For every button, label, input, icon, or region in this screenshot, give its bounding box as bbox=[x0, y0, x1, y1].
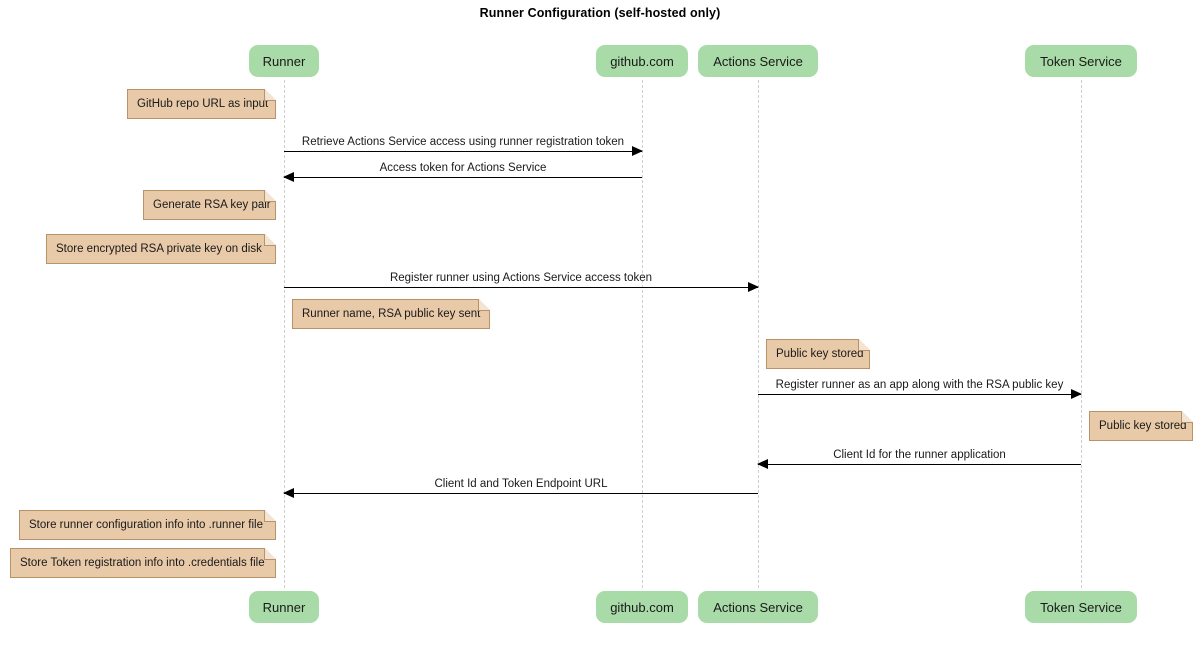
msg-client-id-and-token-endpoint-url: Client Id and Token Endpoint URL bbox=[283, 478, 758, 498]
note-fold-corner-icon bbox=[264, 189, 276, 202]
actor-label: Actions Service bbox=[713, 53, 803, 69]
diagram-title: Runner Configuration (self-hosted only) bbox=[479, 6, 721, 20]
msg-client-id-for-runner-application: Client Id for the runner application bbox=[757, 449, 1081, 469]
actor-actions-top[interactable]: Actions Service bbox=[698, 45, 818, 77]
arrowhead-left-icon bbox=[757, 459, 768, 469]
note-text: Generate RSA key pair bbox=[153, 199, 271, 211]
actor-github-top[interactable]: github.com bbox=[596, 45, 688, 77]
note-fold-corner-icon bbox=[264, 547, 276, 560]
note-fold-corner-icon bbox=[858, 338, 870, 351]
arrowhead-right-icon bbox=[748, 282, 759, 292]
actor-label: github.com bbox=[610, 53, 674, 69]
note-text: Public key stored bbox=[776, 348, 864, 360]
note-text: GitHub repo URL as input bbox=[137, 98, 269, 110]
lifeline-actions bbox=[758, 80, 759, 588]
note-text: Public key stored bbox=[1099, 420, 1187, 432]
message-label: Access token for Actions Service bbox=[379, 162, 547, 174]
note-public-key-stored-actions: Public key stored bbox=[766, 338, 870, 369]
message-label: Client Id for the runner application bbox=[833, 449, 1006, 461]
arrowhead-right-icon bbox=[632, 146, 643, 156]
lifeline-github bbox=[642, 80, 643, 588]
note-public-key-stored-token: Public key stored bbox=[1089, 410, 1193, 441]
message-label: Register runner as an app along with the… bbox=[775, 379, 1064, 391]
msg-retrieve-actions-service-access: Retrieve Actions Service access using ru… bbox=[284, 136, 643, 156]
actor-label: Runner bbox=[262, 599, 306, 615]
note-store-encrypted-private-key: Store encrypted RSA private key on disk bbox=[46, 233, 276, 264]
msg-access-token-for-actions-service: Access token for Actions Service bbox=[283, 162, 642, 182]
actor-actions-bottom[interactable]: Actions Service bbox=[698, 591, 818, 623]
note-text: Store encrypted RSA private key on disk bbox=[56, 243, 262, 255]
note-text: Runner name, RSA public key sent bbox=[302, 308, 481, 320]
message-line bbox=[284, 287, 758, 288]
arrowhead-left-icon bbox=[283, 172, 294, 182]
note-fold-corner-icon bbox=[264, 509, 276, 522]
note-fold-corner-icon bbox=[264, 88, 276, 101]
message-line bbox=[758, 464, 1081, 465]
note-runner-name-public-key-sent: Runner name, RSA public key sent bbox=[292, 298, 490, 329]
actor-label: Token Service bbox=[1040, 53, 1122, 69]
arrowhead-left-icon bbox=[283, 488, 294, 498]
actor-label: github.com bbox=[610, 599, 674, 615]
actor-label: Actions Service bbox=[713, 599, 803, 615]
note-store-token-registration: Store Token registration info into .cred… bbox=[10, 547, 276, 578]
msg-register-runner-using-token: Register runner using Actions Service ac… bbox=[284, 272, 759, 292]
actor-runner-bottom[interactable]: Runner bbox=[249, 591, 319, 623]
message-label: Client Id and Token Endpoint URL bbox=[434, 478, 608, 490]
actor-tokensvc-top[interactable]: Token Service bbox=[1025, 45, 1137, 77]
lifeline-tokensvc bbox=[1081, 80, 1082, 588]
message-line bbox=[284, 493, 758, 494]
arrowhead-right-icon bbox=[1071, 389, 1082, 399]
message-line bbox=[284, 151, 642, 152]
note-store-runner-config: Store runner configuration info into .ru… bbox=[19, 509, 276, 540]
actor-runner-top[interactable]: Runner bbox=[249, 45, 319, 77]
message-label: Retrieve Actions Service access using ru… bbox=[301, 136, 625, 148]
message-line bbox=[758, 394, 1081, 395]
note-fold-corner-icon bbox=[478, 298, 490, 311]
actor-github-bottom[interactable]: github.com bbox=[596, 591, 688, 623]
message-label: Register runner using Actions Service ac… bbox=[389, 272, 653, 284]
note-fold-corner-icon bbox=[264, 233, 276, 246]
actor-label: Runner bbox=[262, 53, 306, 69]
note-text: Store runner configuration info into .ru… bbox=[29, 519, 263, 531]
note-fold-corner-icon bbox=[1181, 410, 1193, 423]
lifeline-runner bbox=[284, 80, 285, 588]
msg-register-runner-as-app: Register runner as an app along with the… bbox=[758, 379, 1082, 399]
note-generate-rsa-key-pair: Generate RSA key pair bbox=[143, 189, 276, 220]
actor-label: Token Service bbox=[1040, 599, 1122, 615]
note-github-repo-url: GitHub repo URL as input bbox=[127, 88, 276, 119]
actor-tokensvc-bottom[interactable]: Token Service bbox=[1025, 591, 1137, 623]
message-line bbox=[284, 177, 642, 178]
note-text: Store Token registration info into .cred… bbox=[20, 557, 265, 569]
